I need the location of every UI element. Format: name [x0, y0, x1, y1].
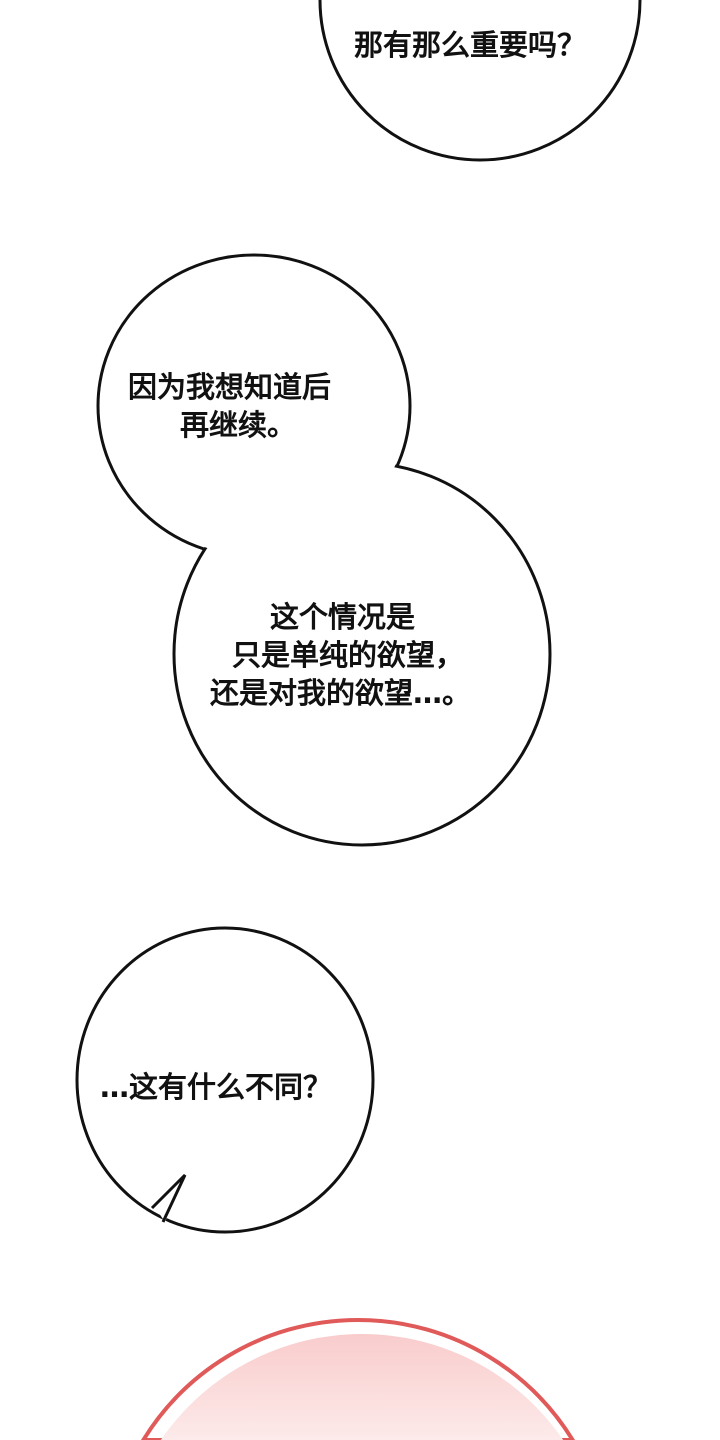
- dialogue-line: 因为我想知道后: [128, 370, 332, 404]
- speech-bubble-2: [96, 253, 552, 847]
- dialogue-line: 只是单纯的欲望，: [232, 638, 465, 672]
- speech-bubble-3: [75, 926, 375, 1234]
- bubble-3-text: 这个情况是 只是单纯的欲望， 还是对我的欲望…。: [210, 598, 471, 712]
- speech-bubble-1: [318, 0, 642, 162]
- dialogue-line: 还是对我的欲望…。: [210, 676, 472, 710]
- bubble-2-text: 因为我想知道后 再继续。: [128, 368, 331, 444]
- dialogue-line: 那有那么重要吗？: [354, 28, 587, 62]
- bubble-1-text: 那有那么重要吗？: [354, 26, 586, 64]
- dialogue-line: …这有什么不同？: [100, 1070, 333, 1104]
- bubble-4-text: …这有什么不同？: [100, 1068, 332, 1106]
- pink-bubble: [140, 1318, 576, 1440]
- dialogue-line: 这个情况是: [270, 600, 416, 634]
- dialogue-line: 再继续。: [180, 408, 297, 442]
